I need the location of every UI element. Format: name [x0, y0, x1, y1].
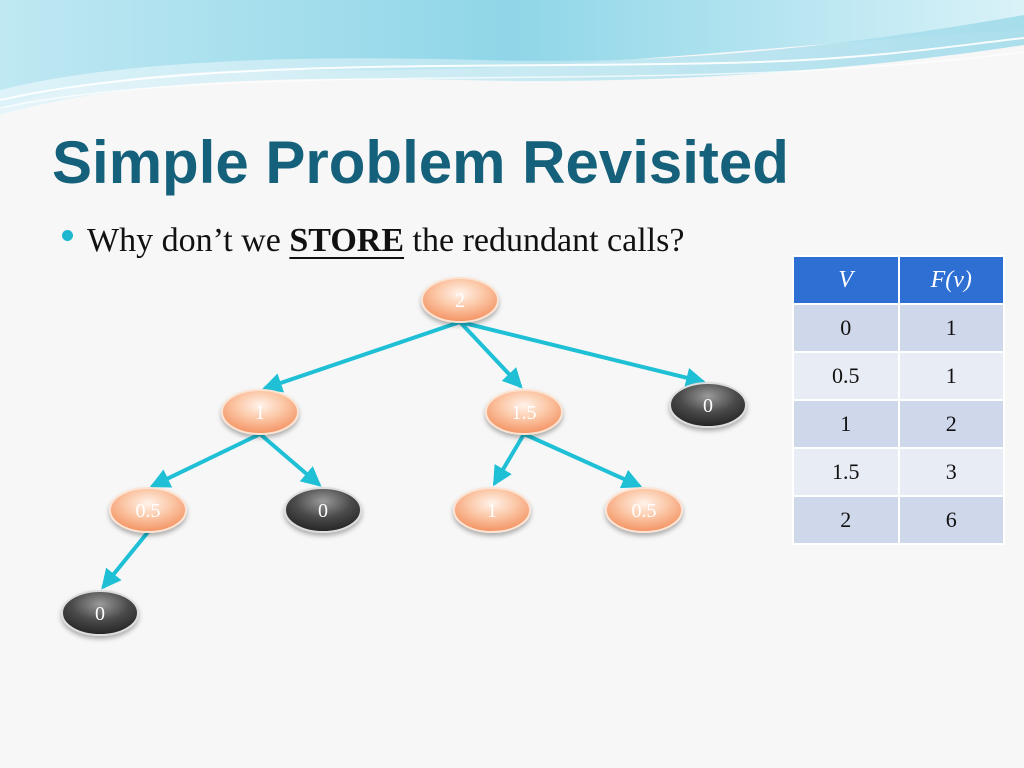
bullet-text-before: Why don’t we [87, 222, 290, 259]
tree-node-base: 0 [61, 590, 139, 636]
tree-node-label: 0 [318, 500, 328, 522]
tree-node-shape [421, 277, 499, 323]
table-header-fv: F(v) [897, 255, 1005, 305]
tree-edge [261, 320, 462, 393]
table-cell-fv: 2 [897, 399, 1005, 449]
bullet-point: Why don’t we STORE the redundant calls? [62, 222, 684, 260]
table-cell-fv: 1 [897, 303, 1005, 353]
table-header-v: V [792, 255, 900, 305]
tree-node-shape [61, 590, 139, 636]
table-cell-v: 2 [792, 495, 900, 545]
tree-node-shape [453, 487, 531, 533]
tree-edges [101, 320, 707, 590]
tree-edge [522, 432, 643, 489]
table-row: 0.5 1 [792, 351, 1005, 401]
tree-node-label: 1.5 [512, 402, 537, 424]
table-row: 1.5 3 [792, 447, 1005, 497]
tree-node-shape [485, 389, 563, 435]
tree-edge [149, 432, 262, 488]
tree-node-base: 0 [284, 487, 362, 533]
tree-node-label: 0 [95, 603, 105, 625]
tree-edge [258, 432, 322, 487]
table-cell-fv: 1 [897, 351, 1005, 401]
table-cell-v: 1.5 [792, 447, 900, 497]
tree-node-shape [605, 487, 683, 533]
tree-node-label: 2 [455, 290, 465, 312]
tree-node-shape [669, 382, 747, 428]
bullet-emphasis-store: STORE [289, 222, 405, 259]
table-cell-fv: 3 [897, 447, 1005, 497]
tree-edge [493, 432, 526, 487]
tree-node: 0.5 [109, 487, 187, 533]
tree-node-shape [284, 487, 362, 533]
table-row: 2 6 [792, 495, 1005, 545]
memo-table: V F(v) 0 1 0.5 1 1 2 1.5 3 2 6 [792, 255, 1005, 545]
tree-node-label: 0.5 [136, 500, 161, 522]
header-wave-decoration [0, 0, 1024, 115]
tree-node: 1 [453, 487, 531, 533]
bullet-text-after: the redundant calls? [404, 222, 685, 259]
table-header-row: V F(v) [792, 255, 1005, 305]
tree-edge [101, 530, 150, 590]
tree-node-label: 1 [255, 402, 265, 424]
tree-edge [458, 320, 523, 389]
tree-nodes: 2 1 1.5 0 0.5 0 1 0.5 0 [61, 277, 747, 636]
table-row: 1 2 [792, 399, 1005, 449]
tree-node: 0.5 [605, 487, 683, 533]
tree-node-shape [109, 487, 187, 533]
tree-node-shape [221, 389, 299, 435]
table-row: 0 1 [792, 303, 1005, 353]
bullet-dot-icon [62, 229, 73, 241]
table-cell-v: 0 [792, 303, 900, 353]
tree-node: 1 [221, 389, 299, 435]
table-cell-v: 0.5 [792, 351, 900, 401]
tree-node-label: 1 [487, 500, 497, 522]
tree-node: 2 [421, 277, 499, 323]
table-cell-v: 1 [792, 399, 900, 449]
tree-node-label: 0.5 [632, 500, 657, 522]
tree-node: 1.5 [485, 389, 563, 435]
table-cell-fv: 6 [897, 495, 1005, 545]
tree-edge [458, 320, 707, 388]
tree-node-base: 0 [669, 382, 747, 428]
tree-node-label: 0 [703, 395, 713, 417]
slide-title: Simple Problem Revisited [52, 129, 789, 196]
